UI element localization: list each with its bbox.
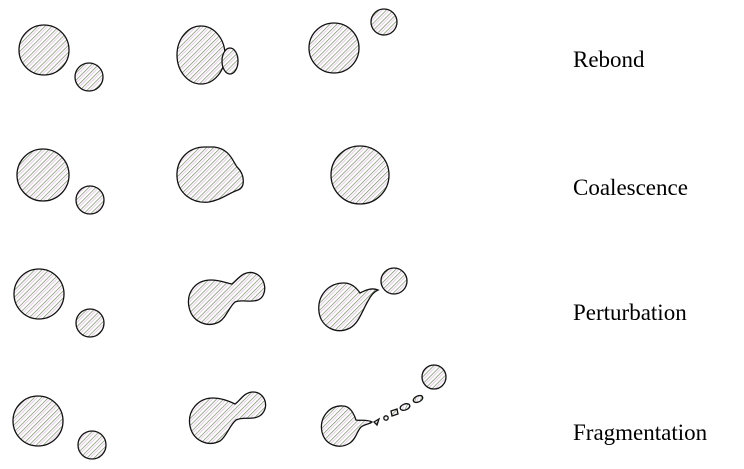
deformed-droplet (321, 406, 372, 446)
fragmentation-stage-3 (321, 365, 446, 446)
deformed-droplet (190, 392, 266, 443)
perturbation-stage-2 (188, 272, 264, 324)
large-droplet (14, 269, 64, 319)
row-perturbation (14, 268, 407, 337)
large-droplet (19, 25, 69, 75)
coalescence-stage-2 (177, 147, 243, 202)
label-coalescence: Coalescence (573, 176, 688, 199)
label-fragmentation: Fragmentation (573, 421, 707, 444)
fragmentation-stage-1 (13, 396, 106, 459)
rebond-stage-1 (19, 25, 103, 91)
small-droplet (381, 268, 407, 294)
large-droplet (177, 26, 225, 84)
deformed-droplet (188, 272, 264, 324)
label-perturbation: Perturbation (573, 301, 687, 324)
row-coalescence (17, 146, 389, 214)
fragmentation-stage-2 (190, 392, 266, 443)
deformed-droplet (319, 283, 378, 331)
rebond-stage-3 (309, 9, 397, 73)
row-fragmentation (13, 365, 446, 459)
rebond-stage-2 (177, 26, 238, 84)
fragment-droplet (384, 416, 388, 420)
label-rebond: Rebond (573, 48, 645, 71)
large-droplet (17, 149, 69, 201)
fragment-droplet (391, 409, 398, 416)
perturbation-stage-3 (319, 268, 407, 331)
small-droplet (371, 9, 397, 35)
fragment-droplet (412, 394, 424, 404)
small-droplet (75, 63, 103, 91)
small-droplet (222, 48, 238, 74)
merging-droplet (177, 147, 243, 202)
small-droplet (76, 309, 104, 337)
perturbation-stage-1 (14, 269, 104, 337)
row-rebond (19, 9, 397, 91)
merged-droplet (331, 146, 389, 204)
large-droplet (13, 396, 63, 446)
small-droplet (76, 186, 104, 214)
small-droplet (422, 365, 446, 389)
fragment-droplet (399, 402, 410, 411)
fragment-droplet (374, 419, 379, 425)
coalescence-stage-3 (331, 146, 389, 204)
small-droplet (78, 431, 106, 459)
coalescence-stage-1 (17, 149, 104, 214)
large-droplet (309, 23, 359, 73)
